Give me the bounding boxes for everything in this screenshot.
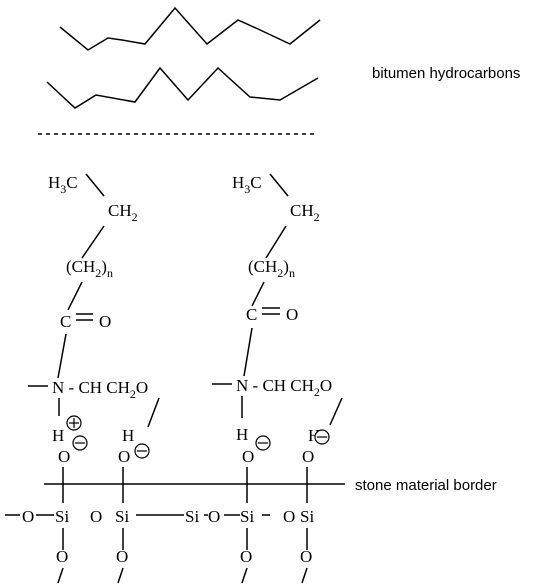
svg-text:O: O: [22, 507, 34, 526]
svg-text:Si: Si: [300, 507, 314, 526]
svg-text:H3C: H3C: [232, 173, 262, 196]
silica-lattice: Si Si Si Si Si O O O O O O O O: [5, 467, 345, 584]
svg-text:O: O: [118, 447, 130, 466]
svg-text:O: O: [240, 547, 252, 566]
negative-charge-icon: [255, 435, 271, 451]
svg-text:Si: Si: [185, 507, 199, 526]
svg-text:O: O: [286, 305, 298, 324]
svg-text:C: C: [60, 312, 71, 331]
svg-text:H: H: [236, 425, 248, 444]
svg-text:O: O: [56, 547, 68, 566]
bitumen-hydrocarbons-label: bitumen hydrocarbons: [372, 65, 520, 82]
svg-text:H3C: H3C: [48, 173, 78, 196]
svg-text:H: H: [52, 426, 64, 445]
negative-charge-icon: [134, 443, 150, 459]
svg-text:(CH2)n: (CH2)n: [66, 257, 113, 280]
svg-text:N - CH CH2O: N - CH CH2O: [52, 378, 148, 401]
svg-text:Si: Si: [115, 507, 129, 526]
svg-text:CH2: CH2: [108, 201, 138, 224]
svg-text:(CH2)n: (CH2)n: [248, 257, 295, 280]
positive-charge-icon: [66, 415, 82, 431]
svg-text:O: O: [242, 447, 254, 466]
svg-text:O: O: [90, 507, 102, 526]
svg-text:O: O: [300, 547, 312, 566]
svg-text:O: O: [283, 507, 295, 526]
svg-text:O: O: [116, 547, 128, 566]
hydrocarbon-chain-top: [59, 6, 321, 51]
svg-text:C: C: [246, 305, 257, 324]
svg-text:O: O: [302, 447, 314, 466]
negative-charge-icon: [314, 429, 330, 445]
surfactant-molecule-left: H3C CH2 (CH2)n C O N - CH CH2O H H: [28, 173, 160, 445]
hydrocarbon-chain-bottom: [46, 66, 319, 109]
negative-charge-icon: [72, 435, 88, 451]
stone-material-border-label: stone material border: [355, 477, 497, 494]
svg-text:N - CH CH2O: N - CH CH2O: [236, 376, 332, 399]
svg-text:O: O: [208, 507, 220, 526]
svg-text:Si: Si: [55, 507, 69, 526]
surfactant-molecule-right: H3C CH2 (CH2)n C O N - CH CH2O H H: [212, 173, 343, 445]
svg-text:H: H: [122, 426, 134, 445]
svg-text:O: O: [99, 312, 111, 331]
svg-text:CH2: CH2: [290, 201, 320, 224]
svg-text:Si: Si: [240, 507, 254, 526]
svg-text:O: O: [58, 447, 70, 466]
surface-oxygen-row: O O O O: [58, 447, 314, 466]
